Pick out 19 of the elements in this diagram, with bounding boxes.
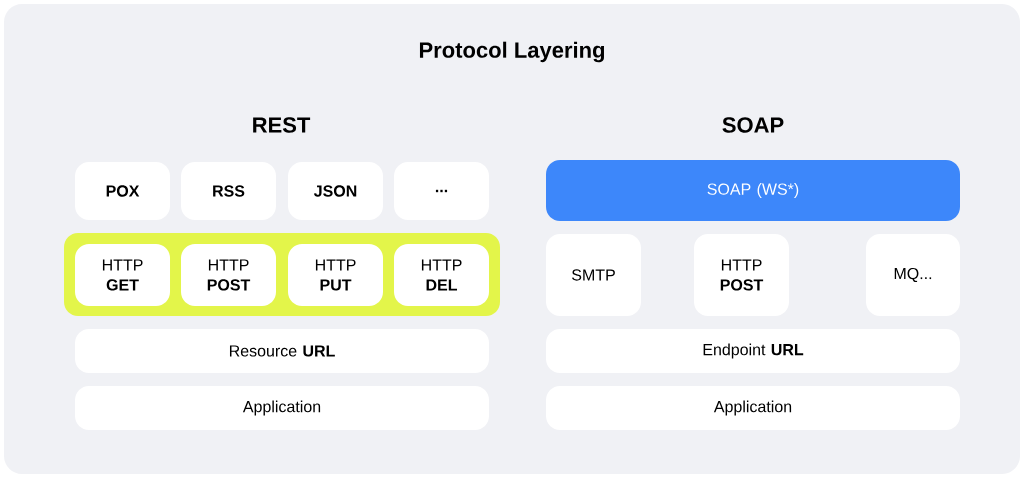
method-box: HTTP GET (75, 244, 170, 306)
layer-box: Endpoint URL (546, 329, 960, 373)
transport-box: HTTP POST (694, 234, 789, 316)
column-heading: REST (253, 117, 311, 133)
layer-box: Resource URL (75, 329, 489, 373)
layer-box: Application (546, 386, 960, 430)
layer-box: SOAP (WS*) (546, 160, 960, 221)
transport-box: MQ... (866, 234, 960, 316)
method-box: HTTP DEL (394, 244, 489, 306)
transport-box: SMTP (546, 234, 641, 316)
format-box: ... (394, 162, 489, 220)
format-box: JSON (288, 162, 383, 220)
method-box: HTTP POST (181, 244, 276, 306)
format-box: POX (75, 162, 170, 220)
column-heading: SOAP (722, 117, 784, 133)
format-box: RSS (181, 162, 276, 220)
layer-box: Application (75, 386, 489, 430)
method-box: HTTP PUT (288, 244, 383, 306)
diagram-title: Protocol Layering (419, 41, 605, 63)
